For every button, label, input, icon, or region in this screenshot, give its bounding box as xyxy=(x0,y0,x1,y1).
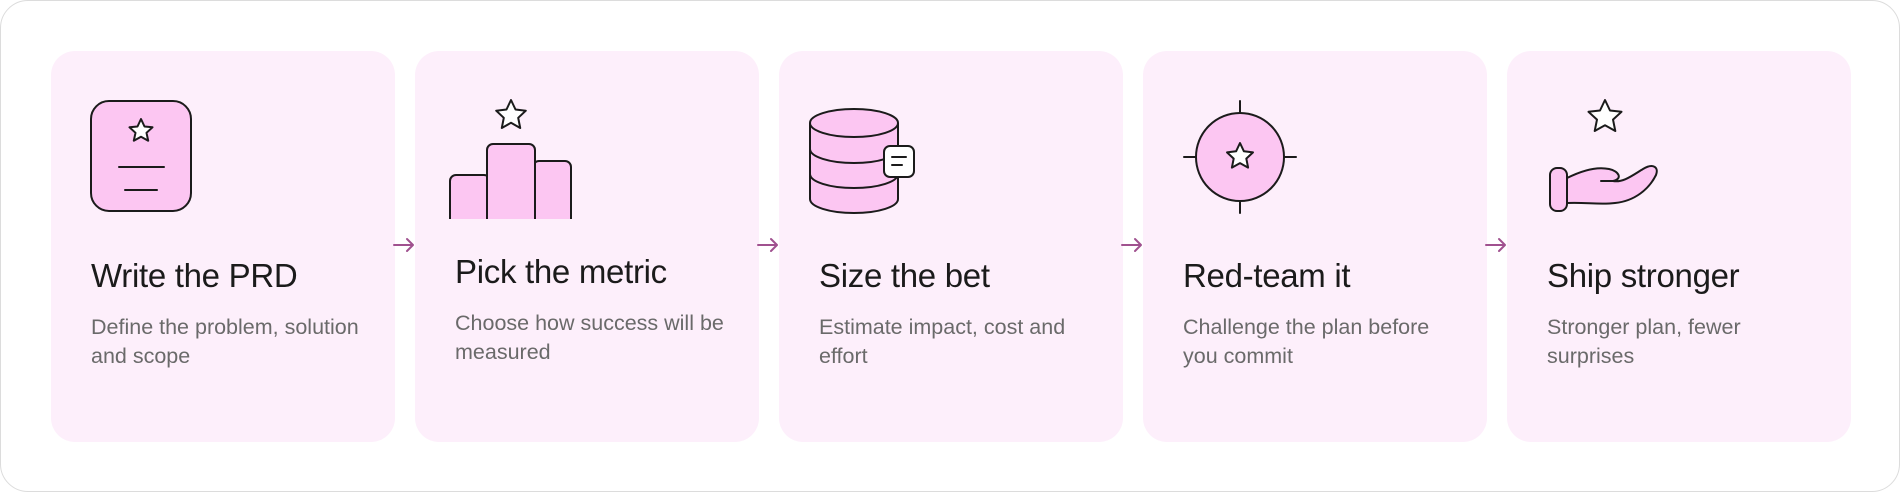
bar-chart-star-icon xyxy=(449,99,572,219)
step-description: Challenge the plan before you commit xyxy=(1183,315,1430,368)
step-title: Size the bet xyxy=(819,257,990,294)
step-description: Choose how success will be measured xyxy=(455,311,724,364)
step-card-pick-metric: Pick the metric Choose how success will … xyxy=(415,51,759,442)
arrow-right-icon xyxy=(1485,237,1507,253)
arrow-right-icon xyxy=(1121,237,1143,253)
step-description: Stronger plan, fewer surprises xyxy=(1547,315,1741,368)
step-description: Estimate impact, cost and effort xyxy=(819,315,1066,368)
document-star-icon xyxy=(90,100,192,212)
database-note-icon xyxy=(809,108,915,214)
step-title: Ship stronger xyxy=(1547,257,1740,294)
arrow-right-icon xyxy=(393,237,415,253)
step-card-ship-stronger: Ship stronger Stronger plan, fewer surpr… xyxy=(1507,51,1851,442)
step-card-size-bet: Size the bet Estimate impact, cost and e… xyxy=(779,51,1123,442)
step-description: Define the problem, solution and scope xyxy=(91,315,359,368)
step-title: Red-team it xyxy=(1183,257,1351,294)
target-star-icon xyxy=(1183,100,1297,214)
hand-star-icon xyxy=(1549,99,1658,212)
arrow-right-icon xyxy=(757,237,779,253)
step-card-red-team: Red-team it Challenge the plan before yo… xyxy=(1143,51,1487,442)
step-title: Pick the metric xyxy=(455,253,667,290)
step-card-write-prd: Write the PRD Define the problem, soluti… xyxy=(51,51,395,442)
step-title: Write the PRD xyxy=(91,257,298,294)
